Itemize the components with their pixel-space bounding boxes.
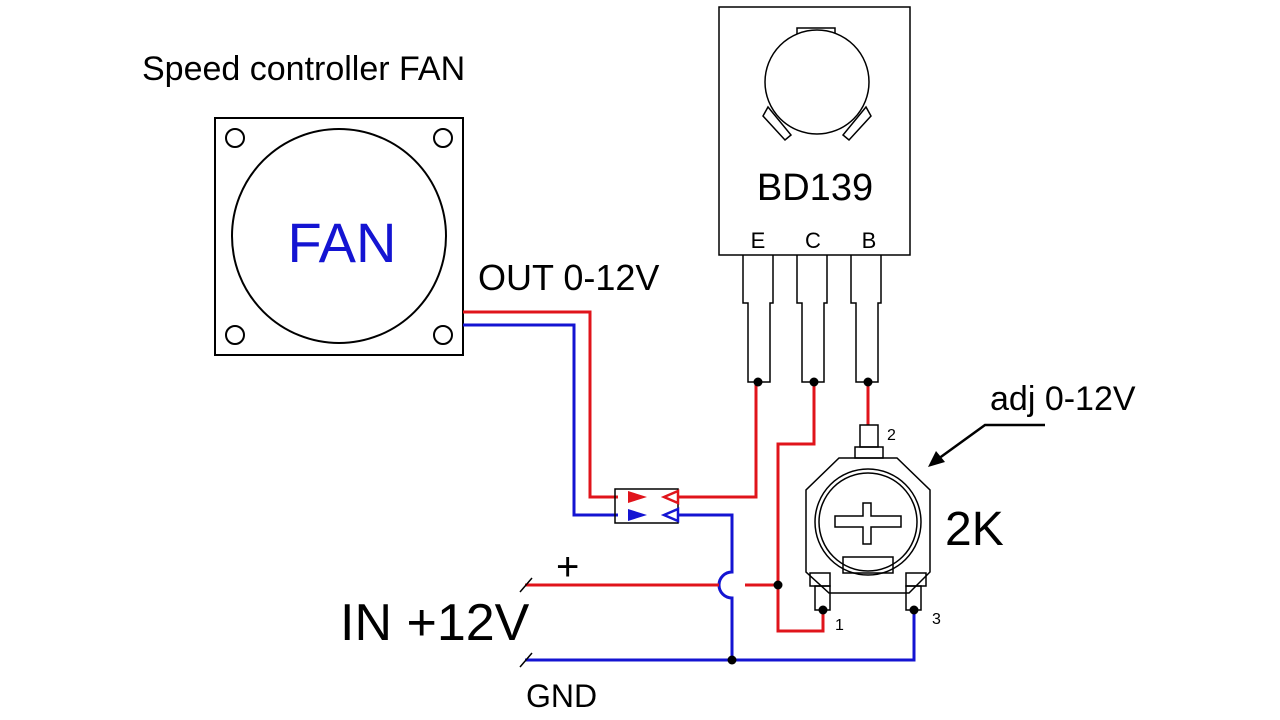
pin-label-e: E bbox=[751, 228, 766, 253]
pot-value: 2K bbox=[945, 503, 1004, 556]
fan-label: FAN bbox=[288, 211, 397, 274]
pot-pin-1: 1 bbox=[835, 617, 844, 634]
adjust-label: adj 0-12V bbox=[990, 380, 1136, 418]
transistor-name: BD139 bbox=[757, 167, 873, 209]
connector bbox=[614, 488, 680, 524]
input-label: IN +12V bbox=[340, 594, 530, 652]
pin-label-c: C bbox=[805, 228, 821, 253]
transistor-bd139: BD139 E C B bbox=[718, 6, 911, 383]
wires bbox=[463, 310, 916, 668]
pot-pin-3: 3 bbox=[932, 611, 941, 628]
adjust-arrow bbox=[928, 423, 1045, 467]
diagram-title: Speed controller FAN bbox=[142, 50, 465, 88]
junction-dots bbox=[727, 377, 919, 665]
ground-label: GND bbox=[526, 678, 597, 714]
potentiometer: 1 2 3 2K bbox=[805, 424, 1004, 634]
fan: FAN bbox=[214, 117, 464, 356]
plus-sign: + bbox=[556, 545, 579, 589]
pot-pin-2: 2 bbox=[887, 427, 896, 444]
output-label: OUT 0-12V bbox=[478, 257, 659, 298]
pin-label-b: B bbox=[862, 228, 877, 253]
